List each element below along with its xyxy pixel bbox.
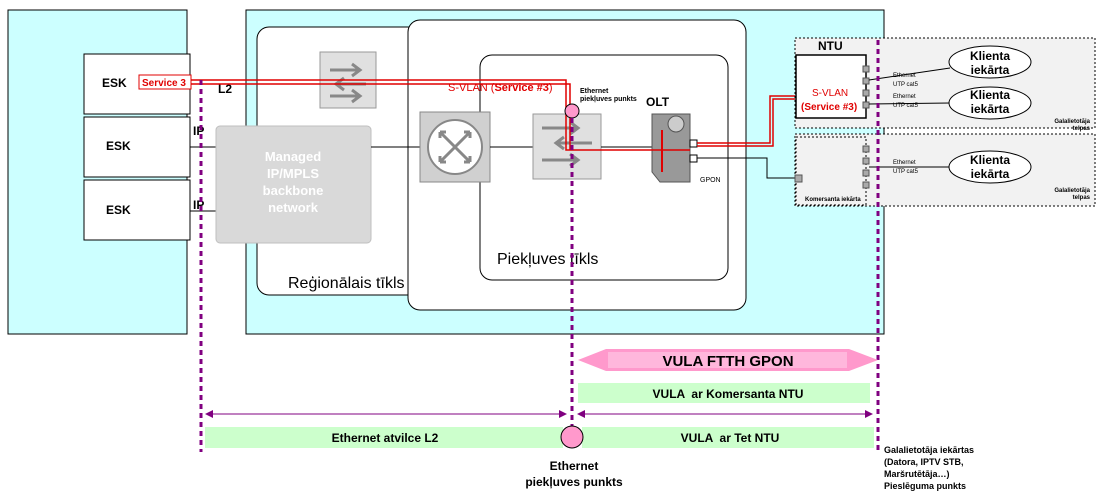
- access-network-label: Piekļuves tīkls: [497, 251, 598, 268]
- svg-text:ESK: ESK: [106, 203, 131, 217]
- end-user-note-4: Pieslēguma punkts: [884, 481, 966, 491]
- eth-backhaul-bar: [205, 427, 563, 448]
- client-device-2: Klienta iekārta: [948, 86, 1032, 120]
- premises-label-2b: telpas: [1073, 195, 1091, 201]
- svg-text:ESK: ESK: [106, 139, 131, 153]
- eth-backhaul-label: Ethernet atvilce L2: [332, 431, 439, 445]
- eth-access-small-2: piekļuves punkts: [580, 96, 637, 103]
- eth-access-small-1: Ethernet: [580, 88, 609, 95]
- ip-label-2: IP: [193, 198, 204, 212]
- regional-network-label: Reģionālais tīkls: [288, 274, 405, 292]
- port2-label-1: Ethernet: [893, 160, 916, 166]
- port-label-1: Ethernet: [893, 73, 916, 79]
- esk-box-3: ESK: [83, 179, 191, 241]
- ntu-title: NTU: [818, 39, 843, 53]
- vula-tet-ntu-label: VULA ar Tet NTU: [681, 431, 780, 445]
- client-device-3: Klienta iekārta: [948, 150, 1032, 184]
- eth-access-point-2: piekļuves punkts: [525, 475, 623, 489]
- svg-text:Klienta: Klienta: [970, 49, 1010, 63]
- end-user-note-3: Maršrutētāja…): [884, 469, 950, 479]
- port-label-4: UTP cat5: [893, 103, 919, 109]
- svlan-label: S-VLAN (Service #3): [448, 82, 553, 94]
- end-user-note-1: Galalietotāja iekārtas: [884, 445, 974, 455]
- port-label-2: UTP cat5: [893, 82, 919, 88]
- vula-tet-ntu-bar: [582, 427, 874, 448]
- access-switch-icon: [532, 113, 602, 180]
- router-icon: [419, 111, 491, 183]
- svg-text:iekārta: iekārta: [971, 102, 1010, 116]
- ntu-ports: [862, 65, 870, 109]
- svg-text:VULA FTTH GPON: VULA FTTH GPON: [662, 353, 793, 370]
- merchant-ports: [862, 145, 870, 189]
- backbone-network: [215, 125, 372, 244]
- vula-merchant-ntu-bar: [578, 383, 870, 403]
- backbone-line-3: backbone: [263, 183, 324, 198]
- backbone-line-2: IP/MPLS: [267, 166, 319, 181]
- port-label-3: Ethernet: [893, 94, 916, 100]
- end-user-note-2: (Datora, IPTV STB,: [884, 457, 964, 467]
- vula-gpon-arrow: VULA FTTH GPON: [578, 349, 878, 371]
- merchant-device-label: Komersanta iekārta: [805, 197, 861, 203]
- svg-text:ESK: ESK: [102, 76, 127, 90]
- olt-icon: [651, 113, 691, 183]
- client-device-1: Klienta iekārta: [948, 45, 1032, 79]
- premises-label-2a: Galalietotāja: [1054, 188, 1090, 194]
- ntu-service: (Service #3): [801, 102, 857, 113]
- olt-label: OLT: [646, 95, 670, 109]
- premises-label-1b: telpas: [1073, 126, 1091, 132]
- premises-label-1a: Galalietotāja: [1054, 119, 1090, 125]
- ip-label-1: IP: [193, 124, 204, 138]
- l2-label: L2: [218, 82, 232, 96]
- esk-box-2: ESK: [83, 116, 191, 178]
- backbone-line-1: Managed: [265, 149, 321, 164]
- backbone-line-4: network: [268, 200, 319, 215]
- svg-text:iekārta: iekārta: [971, 63, 1010, 77]
- gpon-label: GPON: [700, 177, 721, 184]
- service-tag: [138, 74, 192, 90]
- merchant-device-box: [795, 136, 867, 206]
- svg-text:Klienta: Klienta: [970, 153, 1010, 167]
- svg-text:iekārta: iekārta: [971, 167, 1010, 181]
- svg-text:Klienta: Klienta: [970, 88, 1010, 102]
- ntu-svlan: S-VLAN: [812, 88, 848, 99]
- access-point-marker-top: [564, 103, 580, 119]
- eth-access-point-1: Ethernet: [550, 459, 599, 473]
- port2-label-2: UTP cat5: [893, 169, 919, 175]
- ntu-box: [795, 54, 867, 119]
- access-point-marker-bottom: [560, 425, 584, 449]
- service-tag-label: Service 3: [142, 78, 186, 89]
- vula-merchant-ntu-label: VULA ar Komersanta NTU: [653, 387, 804, 401]
